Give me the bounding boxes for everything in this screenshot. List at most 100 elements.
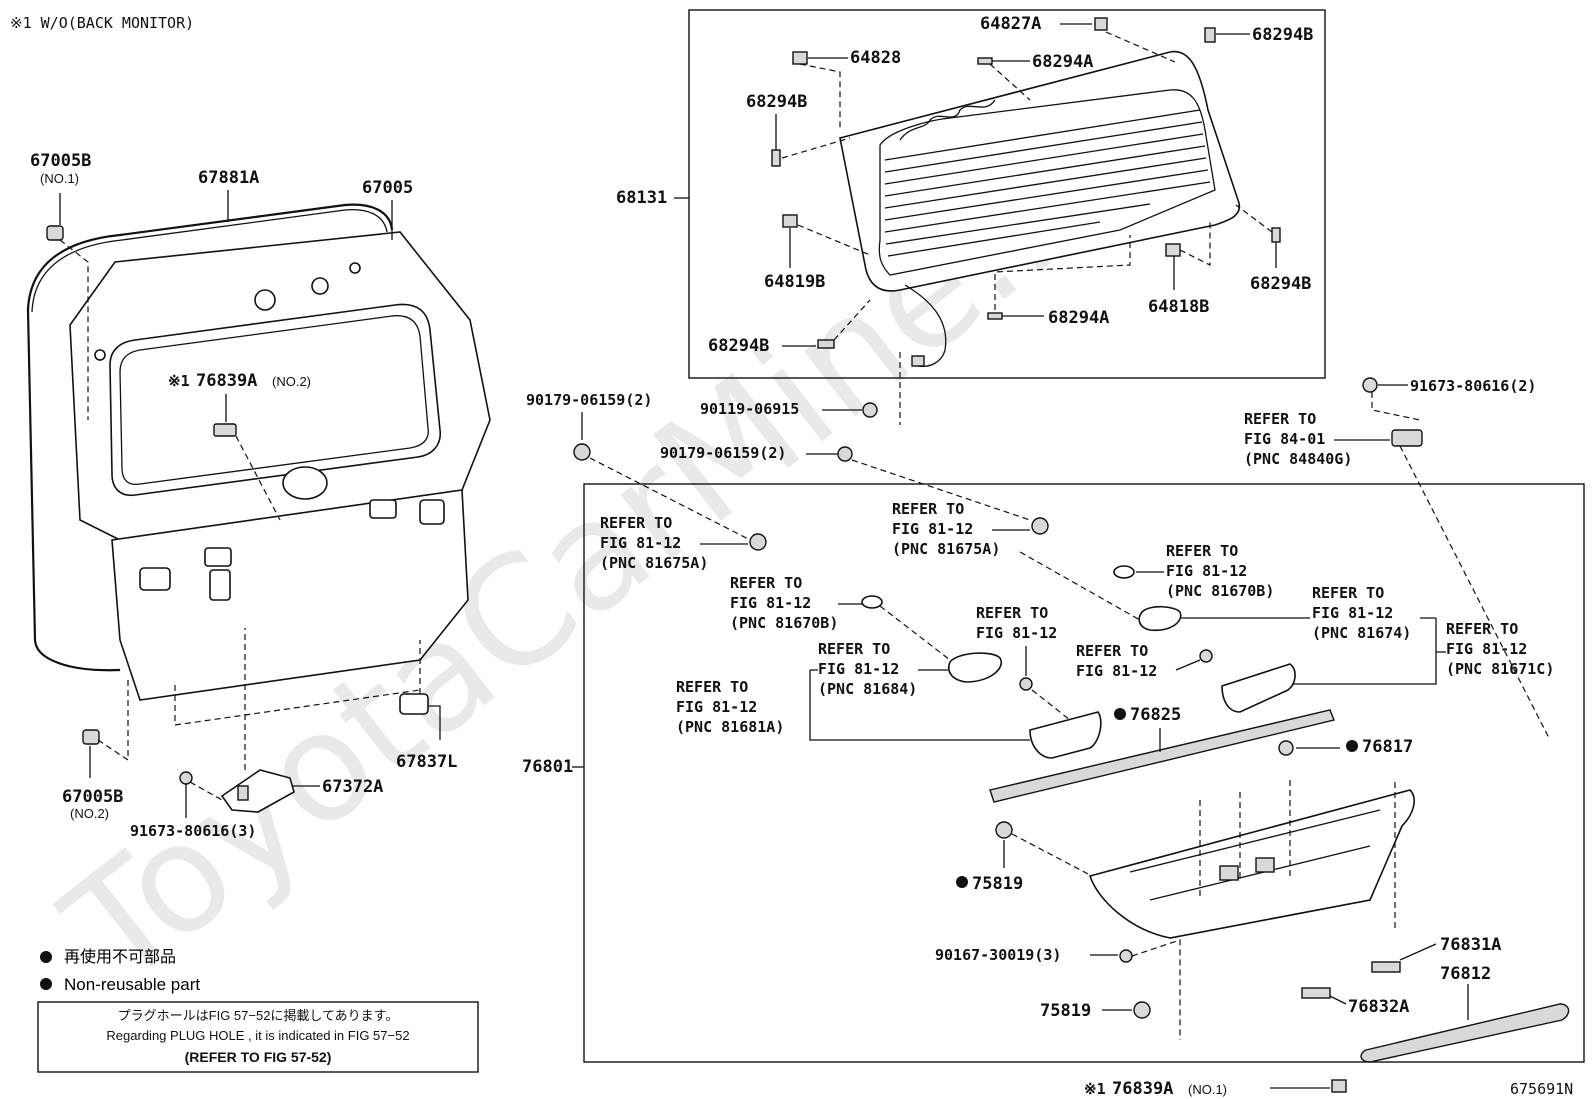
svg-text:FIG 81-12: FIG 81-12 [1166, 562, 1247, 580]
bulb-81670B-right [1113, 565, 1135, 579]
clip-75819-a [995, 821, 1013, 839]
part-67005B-no1-sub: (NO.1) [40, 171, 79, 186]
garnish-group-box [583, 483, 1585, 1063]
svg-text:FIG 81-12: FIG 81-12 [1312, 604, 1393, 622]
clip-90179-b [837, 446, 853, 462]
part-68294B-d: 68294B [1250, 274, 1311, 294]
clip-76839A-no2 [213, 423, 237, 437]
part-76839A-no2-sub: (NO.2) [272, 374, 311, 389]
part-76839A-no1: 76839A [1112, 1079, 1173, 1099]
part-67005: 67005 [362, 178, 413, 198]
plug-hole-note: プラグホールはFIG 57−52に掲載してあります。 Regarding PLU… [37, 1001, 479, 1073]
spacer-68294A-a [977, 57, 993, 65]
part-76839A-no2: 76839A [196, 371, 257, 391]
clip-75819-b [1133, 1001, 1151, 1019]
clip-90179-a [573, 443, 591, 461]
refer-81674: REFER TO FIG 81-12 (PNC 81674) [1312, 584, 1411, 642]
garnish-76801 [1088, 789, 1415, 939]
gasket-81674 [1138, 605, 1182, 632]
svg-text:REFER TO: REFER TO [1076, 642, 1148, 660]
part-90119-06915: 90119-06915 [700, 400, 799, 418]
refer-81-12-right: REFER TO FIG 81-12 [1076, 642, 1157, 680]
bolt-90119 [862, 402, 878, 418]
emblem-76832A [1301, 987, 1331, 999]
part-91673-80616-3: 91673-80616(3) [130, 822, 256, 840]
svg-text:(PNC 81684): (PNC 81684) [818, 680, 917, 698]
svg-text:(PNC 81681A): (PNC 81681A) [676, 718, 784, 736]
part-68294A-b: 68294A [1048, 308, 1109, 328]
back-door-panel-drawing [26, 203, 491, 701]
svg-text:(PNC 81675A): (PNC 81675A) [600, 554, 708, 572]
spacer-68294A-b [987, 312, 1003, 320]
svg-text:REFER TO: REFER TO [818, 640, 890, 658]
svg-text:(PNC 81674): (PNC 81674) [1312, 624, 1411, 642]
svg-text:(PNC 81671C): (PNC 81671C) [1446, 660, 1554, 678]
svg-text:REFER TO: REFER TO [1312, 584, 1384, 602]
part-75819-a: 75819 [972, 874, 1023, 894]
plug-note-jp: プラグホールはFIG 57−52に掲載してあります。 [118, 1008, 399, 1023]
refer-81670B-right: REFER TO FIG 81-12 (PNC 81670B) [1166, 542, 1274, 600]
svg-text:FIG 81-12: FIG 81-12 [600, 534, 681, 552]
part-76839A-no2-prefix: ※1 [168, 372, 190, 390]
garnish-76812 [1360, 1003, 1570, 1063]
diagram-id: 675691N [1510, 1080, 1573, 1098]
bracket-64827A [1094, 17, 1108, 31]
part-64819B: 64819B [764, 272, 825, 292]
garnish-slot-a [1219, 865, 1239, 881]
part-90179-06159-b: 90179-06159(2) [660, 444, 786, 462]
part-67005B-no2: 67005B [62, 787, 123, 807]
svg-text:FIG 81-12: FIG 81-12 [976, 624, 1057, 642]
plug-note-en: Regarding PLUG HOLE , it is indicated in… [106, 1028, 409, 1043]
refer-81684: REFER TO FIG 81-12 (PNC 81684) [818, 640, 917, 698]
refer-81681A: REFER TO FIG 81-12 (PNC 81681A) [676, 678, 784, 736]
bracket-64828 [792, 51, 808, 65]
svg-text:FIG 81-12: FIG 81-12 [730, 594, 811, 612]
svg-text:FIG 81-12: FIG 81-12 [1076, 662, 1157, 680]
svg-text:(PNC 81670B): (PNC 81670B) [730, 614, 838, 632]
refer-81675A-left: REFER TO FIG 81-12 (PNC 81675A) [600, 514, 708, 572]
back-glass-drawing [839, 50, 1241, 368]
refer-84-01: REFER TO FIG 84-01 (PNC 84840G) [1244, 410, 1352, 468]
svg-text:FIG 81-12: FIG 81-12 [1446, 640, 1527, 658]
camera-bracket [1391, 429, 1423, 447]
part-75819-b: 75819 [1040, 1001, 1091, 1021]
screw-right [1199, 649, 1213, 663]
legend-jp: 再使用不可部品 [64, 947, 176, 966]
svg-text:(PNC 84840G): (PNC 84840G) [1244, 450, 1352, 468]
svg-text:REFER TO: REFER TO [600, 514, 672, 532]
part-90179-06159-a: 90179-06159(2) [526, 391, 652, 409]
socket-81675A-right [1031, 517, 1049, 535]
spacer-68294B-b [771, 149, 781, 167]
handle-67837L [399, 693, 429, 715]
screw-left [1019, 677, 1033, 691]
part-68294B-b: 68294B [746, 92, 807, 112]
legend: 再使用不可部品 Non-reusable part [40, 947, 200, 994]
part-67881A: 67881A [198, 168, 259, 188]
lamp-housing-right [1221, 663, 1296, 713]
part-91673-80616-2: 91673-80616(2) [1410, 377, 1536, 395]
part-76825: 76825 [1130, 705, 1181, 725]
svg-text:FIG 81-12: FIG 81-12 [892, 520, 973, 538]
refer-81671C: REFER TO FIG 81-12 (PNC 81671C) [1446, 620, 1554, 678]
part-64818B: 64818B [1148, 297, 1209, 317]
header-note: ※1 W/O(BACK MONITOR) [10, 14, 194, 32]
gasket-81684 [948, 652, 1003, 683]
grommet-67005B-no2 [82, 729, 100, 745]
part-68294B-a: 68294B [1252, 25, 1313, 45]
refer-81-12-left: REFER TO FIG 81-12 [976, 604, 1057, 642]
bracket-64819B [782, 214, 798, 228]
part-68294B-c: 68294B [708, 336, 769, 356]
socket-81675A-left [749, 533, 767, 551]
svg-text:REFER TO: REFER TO [730, 574, 802, 592]
clip-76839A-no1 [1331, 1079, 1347, 1093]
refer-81670B-left: REFER TO FIG 81-12 (PNC 81670B) [730, 574, 838, 632]
svg-text:FIG 84-01: FIG 84-01 [1244, 430, 1325, 448]
svg-text:FIG 81-12: FIG 81-12 [676, 698, 757, 716]
part-76839A-no1-prefix: ※1 [1084, 1080, 1106, 1098]
spacer-68294B-d [1271, 227, 1281, 243]
svg-text:REFER TO: REFER TO [676, 678, 748, 696]
molding-76825 [989, 709, 1335, 803]
lamp-housing-left [1029, 711, 1102, 759]
emblem-76831A [1371, 961, 1401, 973]
part-64828: 64828 [850, 48, 901, 68]
